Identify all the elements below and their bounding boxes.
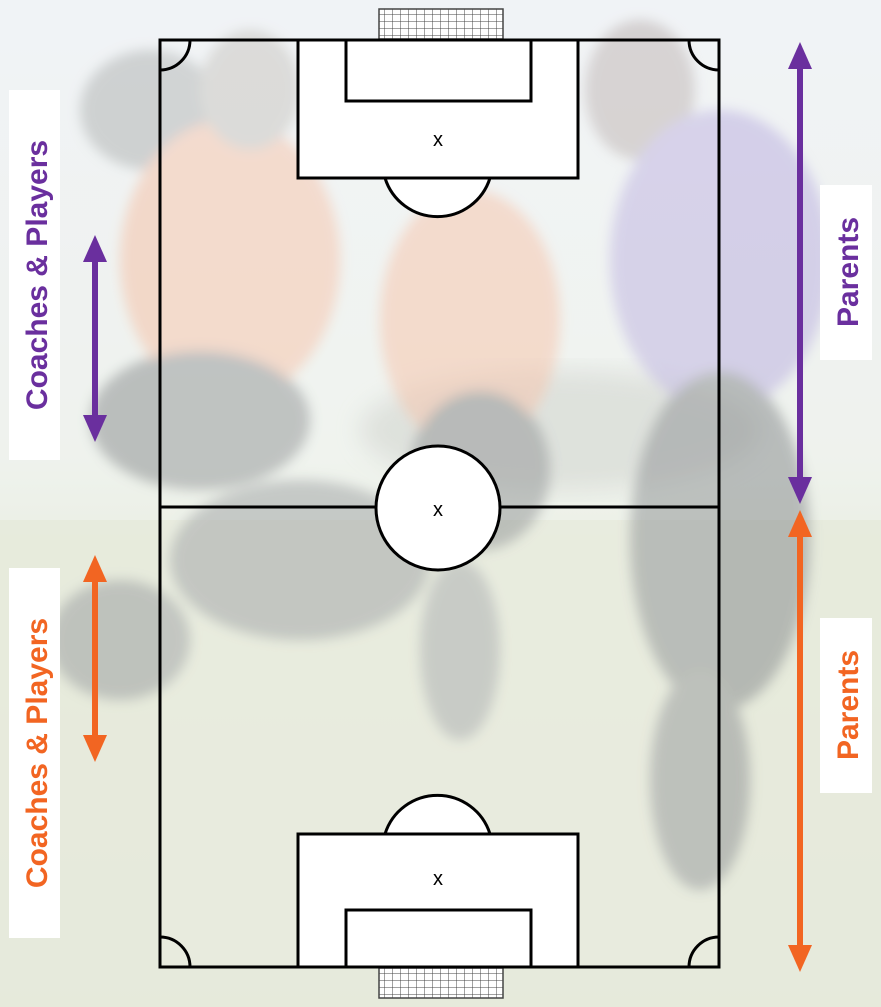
double-arrow-icon [788,42,812,504]
parents-top-box [820,185,872,360]
coaches-players-bottom-label: Coaches & Players [21,618,54,888]
top-penalty-mark: x [433,129,443,151]
top-goal-net-icon [378,8,504,40]
bottom-goal-area [344,908,533,969]
corner-arc-bottom-left [159,935,192,968]
double-arrow-icon [83,235,107,442]
coaches-players-bottom-box [9,568,60,938]
corner-arc-top-right [687,39,720,72]
bottom-goal-net-icon [378,967,504,999]
coaches-players-top-box [9,90,60,460]
coaches-players-top-label: Coaches & Players [21,140,54,410]
double-arrow-icon [788,510,812,972]
top-penalty-arc [383,177,492,219]
center-circle [374,444,502,572]
parents-top-label: Parents [832,217,865,327]
parents-bottom-label: Parents [832,650,865,760]
center-mark: x [433,499,443,521]
corner-arc-bottom-right [687,935,720,968]
parents-bottom-box [820,618,872,793]
bottom-penalty-arc [383,793,492,835]
double-arrow-icon [83,555,107,762]
bottom-penalty-mark: x [433,868,443,890]
corner-arc-top-left [159,39,192,72]
top-goal-area [344,38,533,103]
